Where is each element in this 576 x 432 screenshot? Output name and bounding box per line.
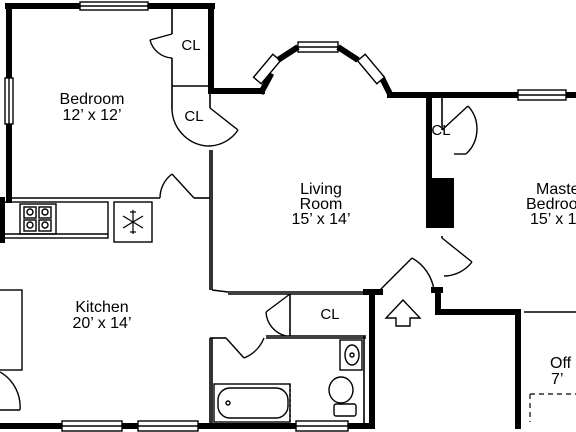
sink-icon: [339, 339, 363, 371]
doors: [0, 33, 478, 411]
stove-burner-1: [23, 206, 37, 219]
master-bedroom-name-1: Master: [536, 181, 576, 198]
office-dims: 7’: [551, 371, 563, 388]
entry-arrow-icon: [384, 298, 422, 327]
walls: [0, 3, 576, 429]
opening-kitchen-living: [211, 289, 229, 293]
door-bedroom-swing: [159, 173, 173, 199]
closet-label-master: CL: [431, 122, 450, 139]
kitchen-name: Kitchen: [75, 299, 128, 316]
living-room-dims: 15’ x 14’: [292, 211, 351, 228]
bathtub-inner: [217, 387, 289, 419]
stove-knob-3: [26, 221, 34, 229]
toilet-icon: [328, 376, 357, 417]
closet-label-bedroom-lower: CL: [184, 108, 203, 125]
bay-frame-left: [276, 44, 300, 63]
master-bedroom-dims: 15’ x 1: [530, 211, 576, 228]
sink-counter: [339, 339, 363, 371]
living-room-name-2: Room: [300, 196, 343, 213]
wall-living-bay-right: [378, 75, 395, 99]
bay-frame-right: [336, 44, 360, 63]
bathtub-icon: [213, 383, 291, 423]
bathroom-fixtures: [213, 339, 363, 424]
bathtub-outer: [213, 383, 291, 423]
door-bath-swing: [243, 337, 265, 359]
toilet-bowl: [328, 376, 354, 404]
stove-body: [19, 203, 57, 235]
door-bedroom-leaf: [171, 173, 195, 199]
window-living-bay-right: [356, 53, 386, 85]
kitchen-island: [0, 289, 23, 371]
bedroom-name: Bedroom: [60, 91, 125, 108]
bay-window-frame: [276, 44, 360, 63]
stove-knob-1: [26, 208, 34, 216]
sink-basin: [344, 344, 360, 366]
door-cl1-leaf: [149, 33, 173, 41]
door-master-leaf: [441, 237, 473, 263]
door-cl2-arc: [209, 129, 239, 147]
interior-walls: [9, 6, 576, 426]
door-cl2-leaf: [209, 107, 239, 131]
office-name: Off: [550, 355, 572, 372]
stove-burner-2: [38, 206, 52, 219]
master-closet-column: [426, 178, 454, 228]
bedroom-dims: 12’ x 12’: [63, 107, 122, 124]
closet-label-bedroom-upper: CL: [181, 37, 200, 54]
door-cl1-swing: [149, 39, 173, 59]
door-master-cl-leaf: [441, 105, 469, 131]
door-hallcl-swing: [265, 311, 287, 337]
sink-drain: [349, 352, 355, 358]
stove-knob-2: [41, 208, 49, 216]
door-bath-leaf: [225, 337, 245, 359]
stove-icon: [19, 203, 57, 235]
fridge: [113, 201, 153, 243]
counter: [1, 201, 109, 239]
toilet-tank: [333, 403, 357, 417]
door-cl2-swing: [171, 109, 211, 147]
wall-living-bay-left: [257, 71, 275, 96]
closet-label-hall: CL: [320, 306, 339, 323]
door-master-cl-swing: [465, 105, 478, 155]
door-hallcl-leaf: [265, 293, 291, 313]
snowflake-icon: [122, 210, 144, 234]
stove-burner-4: [38, 219, 52, 232]
kitchen-dims: 20’ x 14’: [73, 315, 132, 332]
door-entry-leaf: [379, 257, 413, 291]
entry-arrow-shape: [384, 298, 422, 327]
door-office-swing: [0, 371, 21, 411]
snowflake-d2: [122, 215, 144, 229]
door-master-swing: [443, 261, 473, 277]
office-detail: [529, 393, 576, 422]
windows: [4, 1, 567, 432]
stove-burner-3: [23, 219, 37, 232]
bathtub-drain: [225, 400, 231, 406]
door-entry-swing: [411, 257, 435, 291]
living-room-name-1: Living: [300, 181, 342, 198]
kitchen-counter: [0, 201, 153, 371]
room-labels: Bedroom 12’ x 12’ Living Room 15’ x 14’ …: [60, 37, 576, 388]
stove-knob-4: [41, 221, 49, 229]
master-bedroom-name-2: Bedroom: [526, 196, 576, 213]
